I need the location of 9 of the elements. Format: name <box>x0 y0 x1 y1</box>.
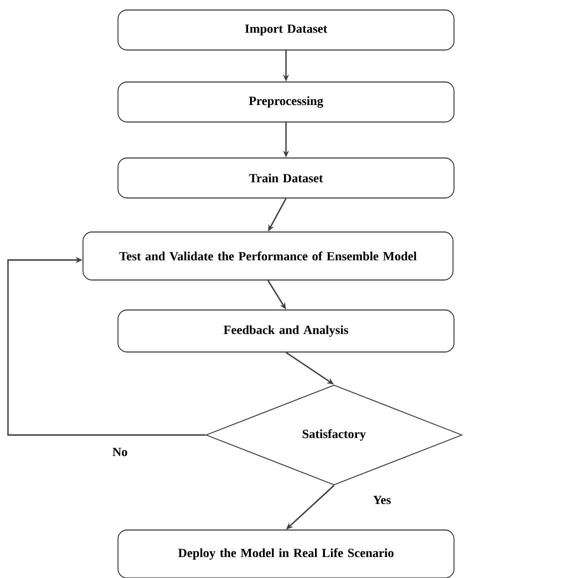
process-box: Import Dataset <box>118 10 454 50</box>
process-box: Deploy the Model in Real Life Scenario <box>118 530 454 578</box>
process-box: Preprocessing <box>118 82 454 122</box>
process-box: Test and Validate the Performance of Ensemble Model <box>82 232 454 280</box>
edge-label: No <box>111 446 129 458</box>
edge-label: Yes <box>372 494 392 506</box>
process-box: Train Dataset <box>118 158 454 198</box>
process-box: Feedback and Analysis <box>118 310 454 352</box>
arrow <box>7 256 206 436</box>
